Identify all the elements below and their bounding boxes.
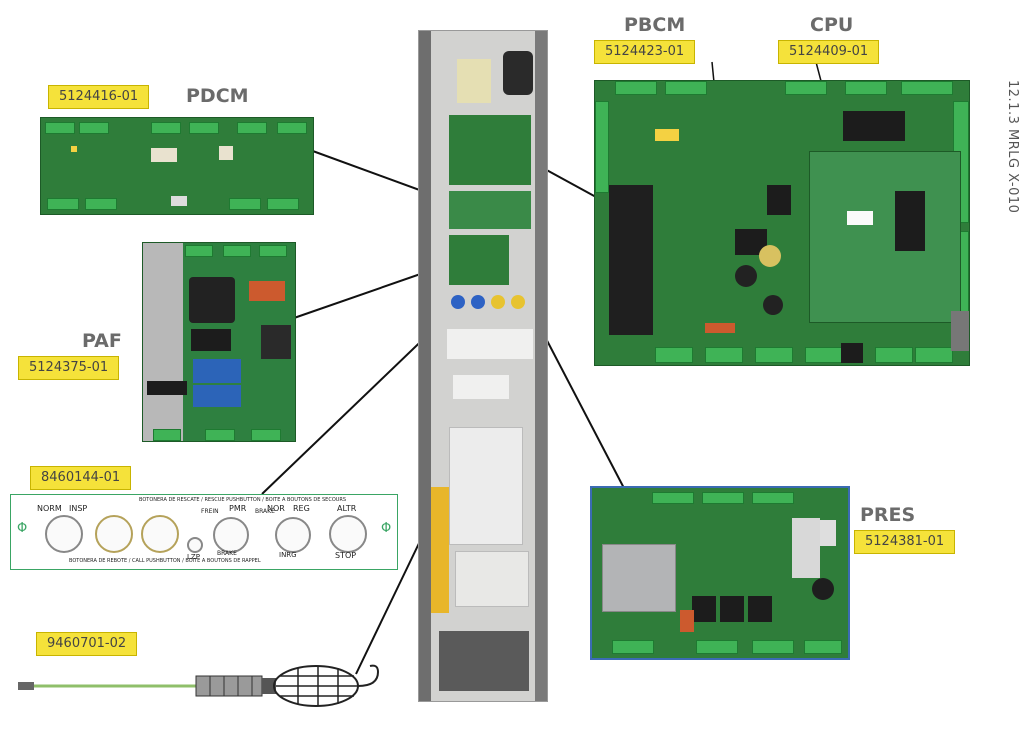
paf-part-tag: 5124375-01 <box>18 356 120 380</box>
frein-label: FREIN <box>201 508 219 515</box>
nor-label: NOR <box>267 504 285 513</box>
altr-label: ALTR <box>337 504 357 513</box>
norm-insp-switch[interactable] <box>45 515 83 553</box>
mount-hole-left: Φ <box>17 521 28 536</box>
pdcm-board-image <box>40 117 314 215</box>
brake-label: BRAKE <box>255 508 275 515</box>
rescue-panel-part-tag: 8460144-01 <box>30 466 132 490</box>
rescue-panel-drawing: BOTONERA DE RESCATE / RESCUE PUSHBUTTON … <box>10 494 398 570</box>
lzp-lamp <box>187 537 203 553</box>
cpu-part-tag: 5124409-01 <box>778 40 880 64</box>
rescue-panel-header: BOTONERA DE RESCATE / RESCUE PUSHBUTTON … <box>139 497 347 503</box>
pbcm-board-image <box>594 80 970 366</box>
warning-sticker-icon <box>655 129 679 141</box>
rescue-panel-footer: BOTONERA DE REBOTE / CALL PUSHBUTTON / B… <box>69 558 261 564</box>
pres-part-tag: 5124381-01 <box>854 530 956 554</box>
pdcm-heading: PDCM <box>186 85 249 107</box>
mount-hole-right: Φ <box>381 521 392 536</box>
brake-sub-label: BRAKE <box>217 550 237 557</box>
rescue-button-1[interactable] <box>95 515 133 553</box>
pmr-label: PMR <box>229 504 247 513</box>
stop-label: STOP <box>335 551 357 560</box>
reg-label: REG <box>293 504 310 513</box>
stop-button[interactable] <box>329 515 367 553</box>
warning-sticker-icon <box>71 146 77 152</box>
pres-board-image <box>590 486 850 660</box>
control-cabinet-photo <box>418 30 548 702</box>
inrg-label: INRG <box>279 551 297 559</box>
paf-board-image <box>142 242 296 442</box>
paf-heading: PAF <box>82 330 122 352</box>
insp-label: INSP <box>69 504 88 513</box>
lamp-part-tag: 9460701-02 <box>36 632 138 656</box>
nor-reg-switch[interactable] <box>275 517 311 553</box>
inspection-lamp-icon <box>18 664 380 707</box>
pdcm-part-tag: 5124416-01 <box>48 85 150 109</box>
brake-switch[interactable] <box>213 517 249 553</box>
pbcm-heading: PBCM <box>624 14 686 36</box>
pres-heading: PRES <box>860 504 916 526</box>
cpu-heading: CPU <box>810 14 854 36</box>
rescue-button-2[interactable] <box>141 515 179 553</box>
document-section-title: 12.1.3 MRLG X-010 <box>1005 80 1020 214</box>
lzp-label: LZP <box>187 553 200 561</box>
pbcm-part-tag: 5124423-01 <box>594 40 696 64</box>
norm-label: NORM <box>37 504 62 513</box>
